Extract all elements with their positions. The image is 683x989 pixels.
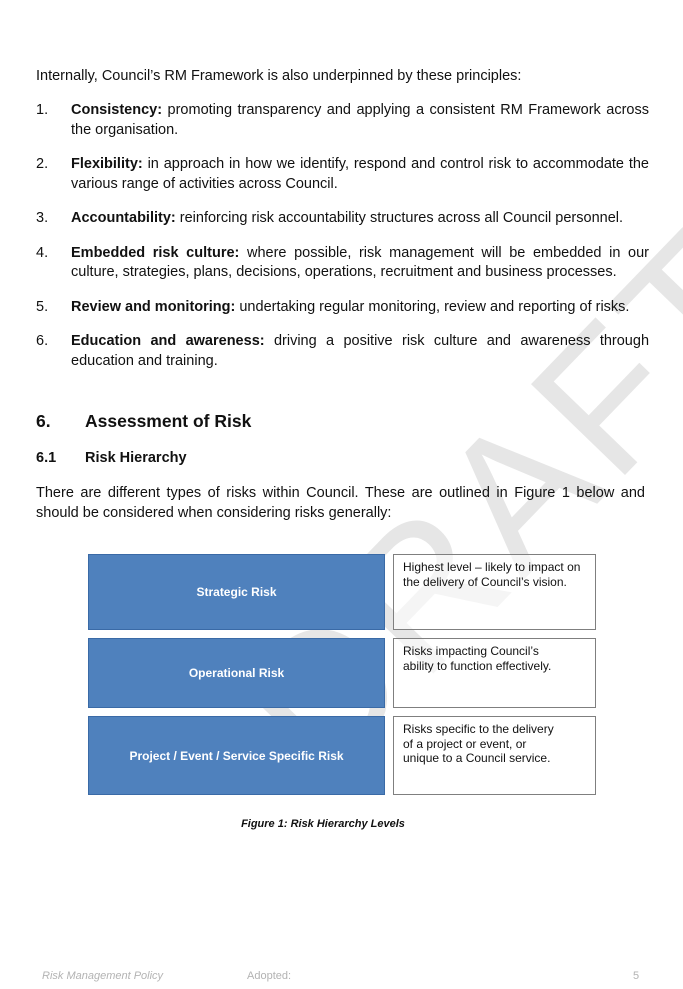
subsection-heading: 6.1 Risk Hierarchy (36, 450, 187, 466)
principle-item: 6. Education and awareness: driving a po… (36, 332, 649, 371)
subsection-number: 6.1 (36, 450, 57, 466)
principle-term: Review and monitoring: (71, 298, 236, 315)
principle-text: reinforcing risk accountability structur… (175, 210, 624, 226)
principle-item: 5. Review and monitoring: undertaking re… (36, 298, 649, 318)
principle-text: driving a positive risk culture and awar… (71, 333, 650, 369)
risk-level-row: Strategic Risk Highest level – likely to… (88, 554, 598, 630)
principle-number: 5. (36, 298, 49, 315)
principle-item: 2. Flexibility: in approach in how we id… (36, 155, 649, 194)
principle-number: 1. (36, 102, 49, 118)
principle-number: 4. (36, 244, 49, 261)
risk-hierarchy-paragraph: There are different types of risks withi… (36, 485, 645, 521)
principle-text: where possible, risk management will be … (71, 244, 649, 281)
principle-text: undertaking regular monitoring, review a… (235, 298, 630, 315)
principles-list: 1. Consistency: promoting transparency a… (36, 101, 649, 386)
principle-text: promoting transparency and applying a co… (71, 102, 649, 138)
risk-level-box: Project / Event / Service Specific Risk (88, 716, 385, 795)
principle-term: Consistency: (71, 102, 163, 118)
principle-text: in approach in how we identify, respond … (71, 156, 649, 192)
risk-level-description: Risks impacting Council’s ability to fun… (393, 638, 596, 708)
risk-level-row: Project / Event / Service Specific Risk … (88, 716, 598, 795)
principle-item: 1. Consistency: promoting transparency a… (36, 101, 649, 140)
footer-adopted: Adopted: (247, 970, 292, 982)
principle-number: 6. (36, 333, 49, 349)
subsection-title: Risk Hierarchy (85, 450, 187, 466)
principle-item: 3. Accountability: reinforcing risk acco… (36, 209, 649, 229)
principle-term: Education and awareness: (71, 333, 265, 349)
section-title: Assessment of Risk (85, 411, 252, 431)
page-number: 5 (633, 970, 640, 982)
principle-item: 4. Embedded risk culture: where possible… (36, 244, 649, 283)
risk-level-row: Operational Risk Risks impacting Council… (88, 638, 598, 708)
principle-term: Embedded risk culture: (71, 244, 240, 261)
principle-term: Accountability: (71, 210, 176, 226)
risk-level-box: Strategic Risk (88, 554, 385, 630)
risk-level-description: Highest level – likely to impact on the … (393, 554, 596, 630)
principle-number: 3. (36, 210, 49, 226)
section-heading: 6. Assessment of Risk (36, 411, 251, 432)
footer-title: Risk Management Policy (42, 970, 164, 982)
risk-level-description: Risks specific to the delivery of a proj… (393, 716, 596, 795)
principle-term: Flexibility: (71, 156, 143, 172)
intro-text: Internally, Council’s RM Framework is al… (36, 68, 522, 84)
section-number: 6. (36, 411, 51, 431)
risk-hierarchy-figure: Strategic Risk Highest level – likely to… (88, 554, 598, 803)
risk-level-box: Operational Risk (88, 638, 385, 708)
figure-caption: Figure 1: Risk Hierarchy Levels (241, 818, 405, 830)
principle-number: 2. (36, 156, 49, 172)
